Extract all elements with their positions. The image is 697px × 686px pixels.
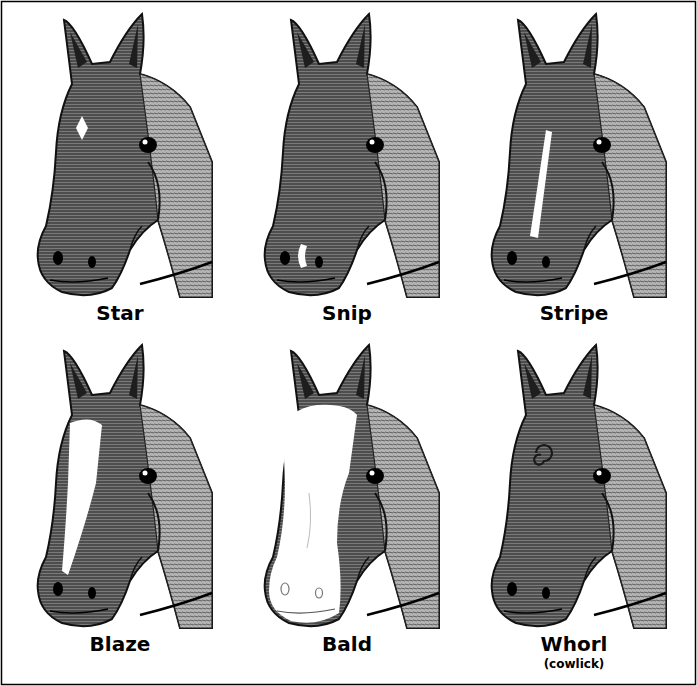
horse-head-blaze (38, 345, 212, 628)
horse-head-star (38, 14, 212, 297)
marking-label: Stripe (540, 302, 609, 325)
marking-label: Star (96, 302, 143, 325)
marking-label: Bald (322, 633, 372, 656)
horse-head-stripe (492, 14, 666, 297)
horse-head-bald (265, 345, 439, 628)
horse-head-snip (265, 14, 439, 297)
marking-note: (cowlick) (544, 658, 605, 672)
marking-label: Whorl (541, 633, 608, 656)
horse-head-whorl (492, 345, 666, 628)
marking-label: Blaze (90, 633, 151, 656)
marking-label: Snip (322, 302, 372, 325)
